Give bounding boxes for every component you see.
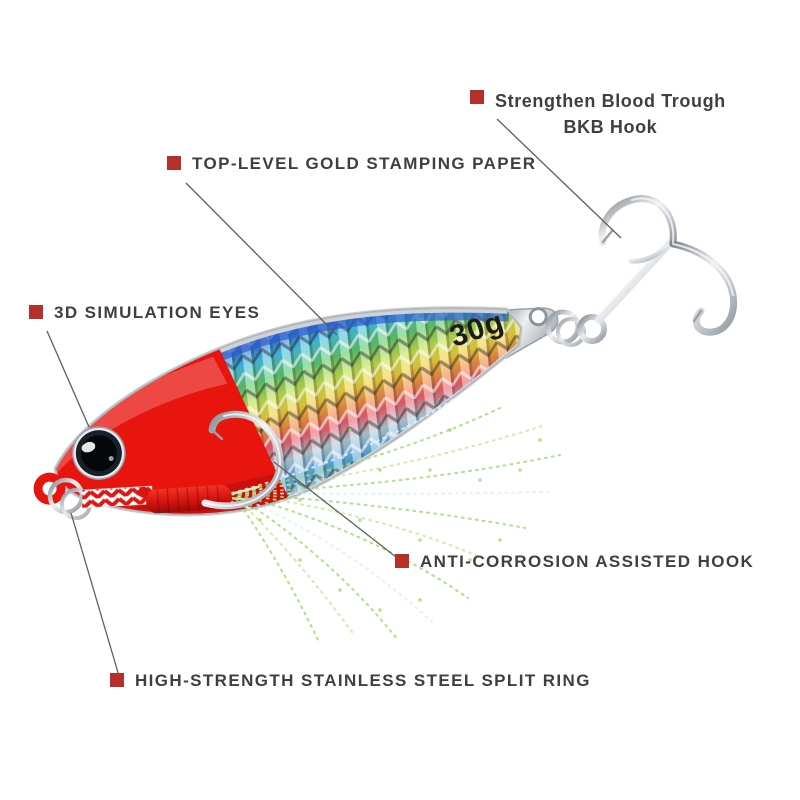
eye-glint bbox=[108, 456, 114, 462]
red-square-bullet-icon bbox=[110, 673, 124, 687]
callout-bkb-hook-line2: BKB Hook bbox=[563, 117, 658, 138]
treble-hook-eye bbox=[577, 314, 607, 344]
assist-hook bbox=[201, 410, 284, 510]
callout-eyes-label: 3D SIMULATION EYES bbox=[54, 303, 261, 322]
callout-gold-paper: TOP-LEVEL GOLD STAMPING PAPER bbox=[167, 154, 536, 174]
red-square-bullet-icon bbox=[395, 554, 409, 568]
treble-hook bbox=[577, 195, 738, 344]
body-finish bbox=[35, 254, 549, 566]
treble-hook-point-left bbox=[598, 195, 677, 246]
callout-split-ring-label: HIGH-STRENGTH STAINLESS STEEL SPLIT RING bbox=[135, 671, 591, 690]
eye-highlight bbox=[81, 441, 96, 453]
prism-facets bbox=[35, 254, 549, 566]
flash-tinsel bbox=[231, 397, 561, 641]
assist-hook-barb bbox=[210, 428, 224, 441]
callout-assist-hook: ANTI-CORROSION ASSISTED HOOK bbox=[395, 552, 754, 572]
leader-line-bkb-hook bbox=[496, 118, 622, 239]
tinsel-sparkles bbox=[258, 428, 542, 612]
callout-eyes: 3D SIMULATION EYES bbox=[29, 303, 260, 323]
lure-body-group: 30g bbox=[33, 254, 559, 566]
body-outline bbox=[54, 307, 522, 516]
treble-hook-point-right bbox=[669, 240, 738, 336]
callout-split-ring: HIGH-STRENGTH STAINLESS STEEL SPLIT RING bbox=[110, 671, 591, 691]
leader-line-split-ring bbox=[70, 512, 120, 677]
treble-hook-point-middle bbox=[628, 245, 668, 264]
leader-line-eyes bbox=[46, 330, 90, 428]
red-square-bullet-icon bbox=[167, 156, 181, 170]
tail-hole bbox=[528, 307, 548, 327]
red-square-bullet-icon bbox=[470, 90, 484, 104]
callout-bkb-hook-line1: Strengthen Blood Trough bbox=[495, 91, 726, 111]
callout-bkb-hook: Strengthen Blood Trough BKB Hook bbox=[470, 88, 726, 140]
leader-lines bbox=[46, 118, 622, 677]
3d-eye bbox=[72, 426, 126, 480]
callout-bkb-hook-label: Strengthen Blood Trough BKB Hook bbox=[495, 88, 726, 140]
red-square-bullet-icon bbox=[29, 305, 43, 319]
leader-line-gold-paper bbox=[185, 182, 338, 336]
leader-line-assist-hook bbox=[273, 461, 397, 558]
callout-assist-hook-label: ANTI-CORROSION ASSISTED HOOK bbox=[420, 552, 755, 571]
callout-gold-paper-label: TOP-LEVEL GOLD STAMPING PAPER bbox=[192, 154, 537, 173]
